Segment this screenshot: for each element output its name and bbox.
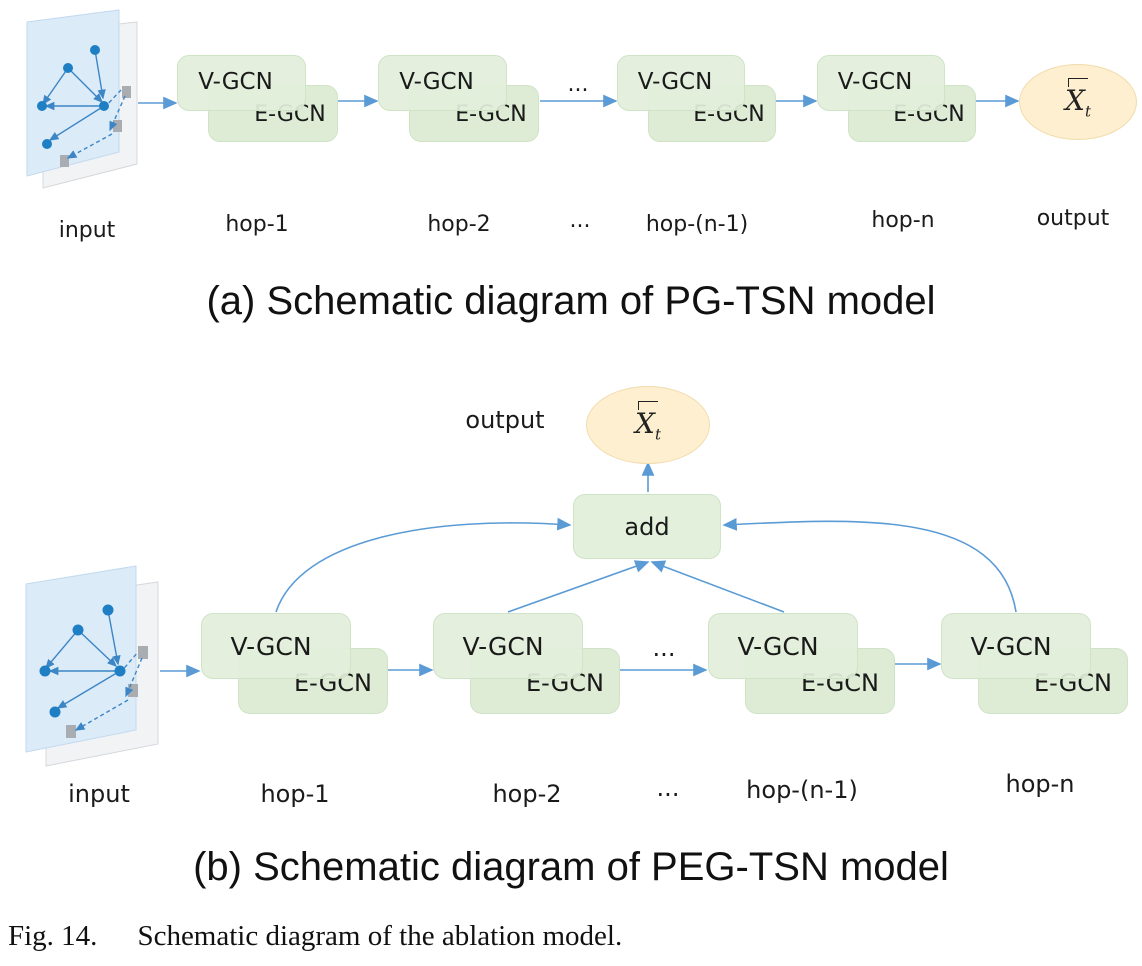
v-gcn-block-hop1-b: V-GCN xyxy=(201,613,351,679)
output-node-b: Xt xyxy=(586,386,710,464)
v-gcn-block-hop1-a: V-GCN xyxy=(177,55,306,111)
label-hop1-b: hop-1 xyxy=(260,780,330,808)
output-node-a: Xt xyxy=(1019,64,1137,140)
arrow-hopn1-to-add xyxy=(650,560,785,613)
ellipsis-blocks-b: ... xyxy=(652,634,676,662)
v-gcn-block-hop2-b: V-GCN xyxy=(433,613,583,679)
v-gcn-block-hopn-b: V-GCN xyxy=(941,613,1091,679)
add-label: add xyxy=(624,512,670,541)
figure-number: Fig. 14. xyxy=(8,920,98,952)
label-hopn1-a: hop-(n-1) xyxy=(645,212,749,237)
arrow-hopn-to-add xyxy=(722,517,1017,613)
label-hopn1-b: hop-(n-1) xyxy=(746,776,858,804)
v-gcn-label: V-GCN xyxy=(970,631,1052,661)
v-gcn-block-hopn1-b: V-GCN xyxy=(708,613,858,679)
v-gcn-label: V-GCN xyxy=(637,69,713,95)
v-gcn-block-hop2-a: V-GCN xyxy=(378,55,507,111)
v-gcn-label: V-GCN xyxy=(198,69,273,95)
v-gcn-label: V-GCN xyxy=(399,69,474,95)
output-symbol: Xt xyxy=(1065,83,1091,121)
label-input-a: input xyxy=(58,218,116,243)
arrows-panel-a xyxy=(138,94,1020,110)
label-hop2-b: hop-2 xyxy=(492,780,562,808)
caption-panel-a: (a) Schematic diagram of PG-TSN model xyxy=(206,279,936,323)
label-hop1-a: hop-1 xyxy=(225,212,289,237)
arrow-hop2-to-add xyxy=(507,560,650,613)
arrow-hop1-to-add xyxy=(275,517,572,613)
figure-caption-text: Schematic diagram of the ablation model. xyxy=(137,920,623,952)
ellipsis-blocks-a: ... xyxy=(567,72,589,97)
label-ellipsis-a: ... xyxy=(569,208,591,233)
label-hopn-b: hop-n xyxy=(1005,770,1075,798)
output-symbol: Xt xyxy=(635,406,661,444)
add-block: add xyxy=(573,494,721,559)
arrows-panel-b xyxy=(160,461,1017,678)
v-gcn-label: V-GCN xyxy=(737,631,819,661)
figure-caption: Fig. 14. Schematic diagram of the ablatio… xyxy=(8,920,622,953)
v-gcn-label: V-GCN xyxy=(837,69,913,95)
caption-panel-b: (b) Schematic diagram of PEG-TSN model xyxy=(193,845,949,889)
label-output-b: output xyxy=(465,406,545,434)
label-hopn-a: hop-n xyxy=(871,208,935,233)
v-gcn-block-hopn1-a: V-GCN xyxy=(617,55,745,111)
v-gcn-label: V-GCN xyxy=(230,631,312,661)
v-gcn-block-hopn-a: V-GCN xyxy=(817,55,945,111)
input-graph-b xyxy=(25,565,159,767)
label-hop2-a: hop-2 xyxy=(427,212,491,237)
v-gcn-label: V-GCN xyxy=(462,631,544,661)
label-ellipsis-b: ... xyxy=(656,774,680,802)
label-output-a: output xyxy=(1036,206,1110,231)
label-input-b: input xyxy=(68,780,130,808)
input-graph-a xyxy=(26,9,138,189)
